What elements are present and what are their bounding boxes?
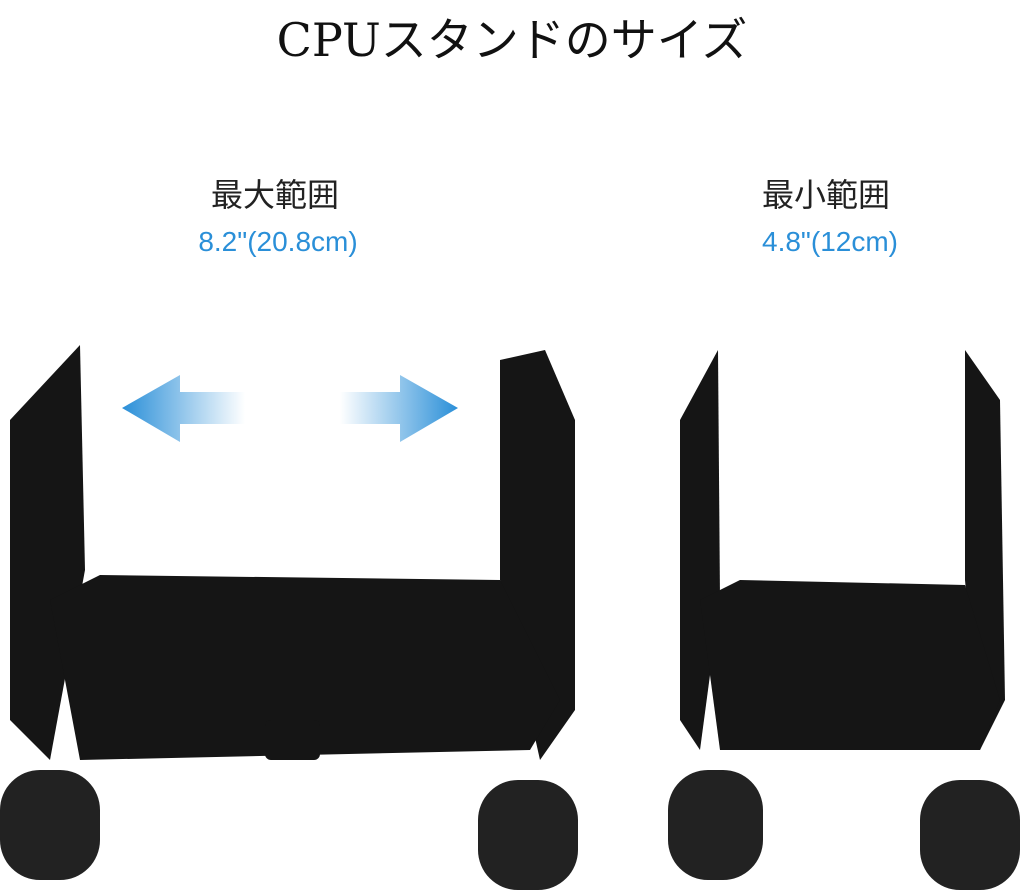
max-range-value: 8.2"(20.8cm) — [198, 226, 358, 257]
max-range-label: 最大範囲 — [210, 176, 339, 214]
page-title: CPUスタンドのサイズ — [276, 13, 748, 67]
arrow-right-icon — [340, 375, 458, 442]
min-range-label: 最小範囲 — [761, 176, 890, 214]
stand-max-width — [0, 345, 578, 890]
arrow-left-icon — [122, 375, 245, 442]
min-range-value: 4.8"(12cm) — [762, 226, 898, 257]
stand-min-width — [668, 350, 1020, 890]
